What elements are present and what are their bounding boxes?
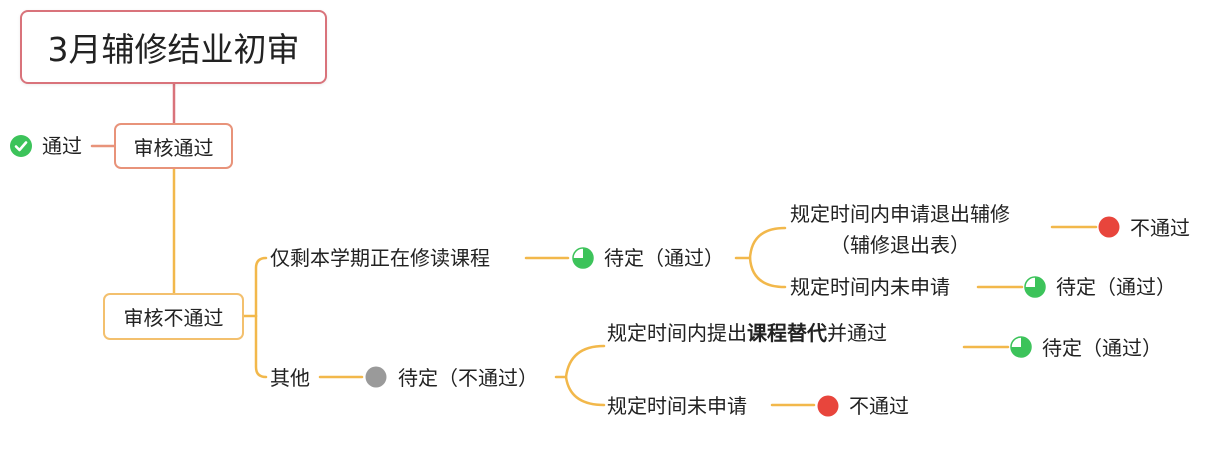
other-option1-label[interactable]: 规定时间内提出课程替代并通过 — [607, 321, 887, 345]
other-option1-label-pre: 规定时间内提出 — [607, 321, 747, 345]
case-other-label[interactable]: 其他 — [270, 366, 310, 390]
current-option1-line1[interactable]: 规定时间内申请退出辅修 — [790, 202, 1010, 226]
other-option1-label-post: 并通过 — [827, 321, 887, 345]
connector-current-opt2 — [748, 256, 787, 289]
pie-progress-icon — [1024, 276, 1046, 298]
current-option1-line2: （辅修退出表） — [830, 233, 970, 257]
red-dot-icon — [1098, 216, 1120, 238]
other-option2-label[interactable]: 规定时间未申请 — [607, 394, 747, 418]
connector-fail-branch-bottom — [254, 314, 268, 379]
fail-node-label: 审核不通过 — [123, 306, 224, 330]
current-option2-result: 待定（通过） — [1056, 275, 1176, 299]
fail-node[interactable]: 审核不通过 — [103, 293, 244, 340]
case-current-status: 待定（通过） — [604, 246, 724, 270]
root-node[interactable]: 3月辅修结业初审 — [20, 10, 327, 84]
red-dot-icon — [817, 395, 839, 417]
connector-other-opt1 — [564, 344, 606, 379]
other-option2-result: 不通过 — [849, 394, 909, 418]
case-other-status: 待定（不通过） — [398, 366, 538, 390]
pass-node-label: 审核通过 — [133, 135, 214, 160]
other-option1-result: 待定（通过） — [1042, 336, 1162, 360]
case-current-label[interactable]: 仅剩本学期正在修读课程 — [270, 246, 490, 270]
connector-fail-branch-top — [254, 256, 268, 318]
pie-progress-icon — [1010, 336, 1032, 358]
pie-progress-icon — [572, 247, 594, 269]
pass-result-label: 通过 — [42, 134, 82, 158]
other-option1-label-bold: 课程替代 — [747, 321, 827, 345]
check-circle-icon — [10, 135, 32, 157]
root-title: 3月辅修结业初审 — [47, 30, 300, 69]
pass-node[interactable]: 审核通过 — [114, 123, 233, 169]
connector-current-opt1 — [748, 226, 787, 260]
current-option1-result: 不通过 — [1130, 216, 1190, 240]
gray-dot-icon — [365, 366, 387, 388]
connector-other-opt2 — [564, 375, 606, 407]
current-option2-label[interactable]: 规定时间内未申请 — [790, 275, 950, 299]
